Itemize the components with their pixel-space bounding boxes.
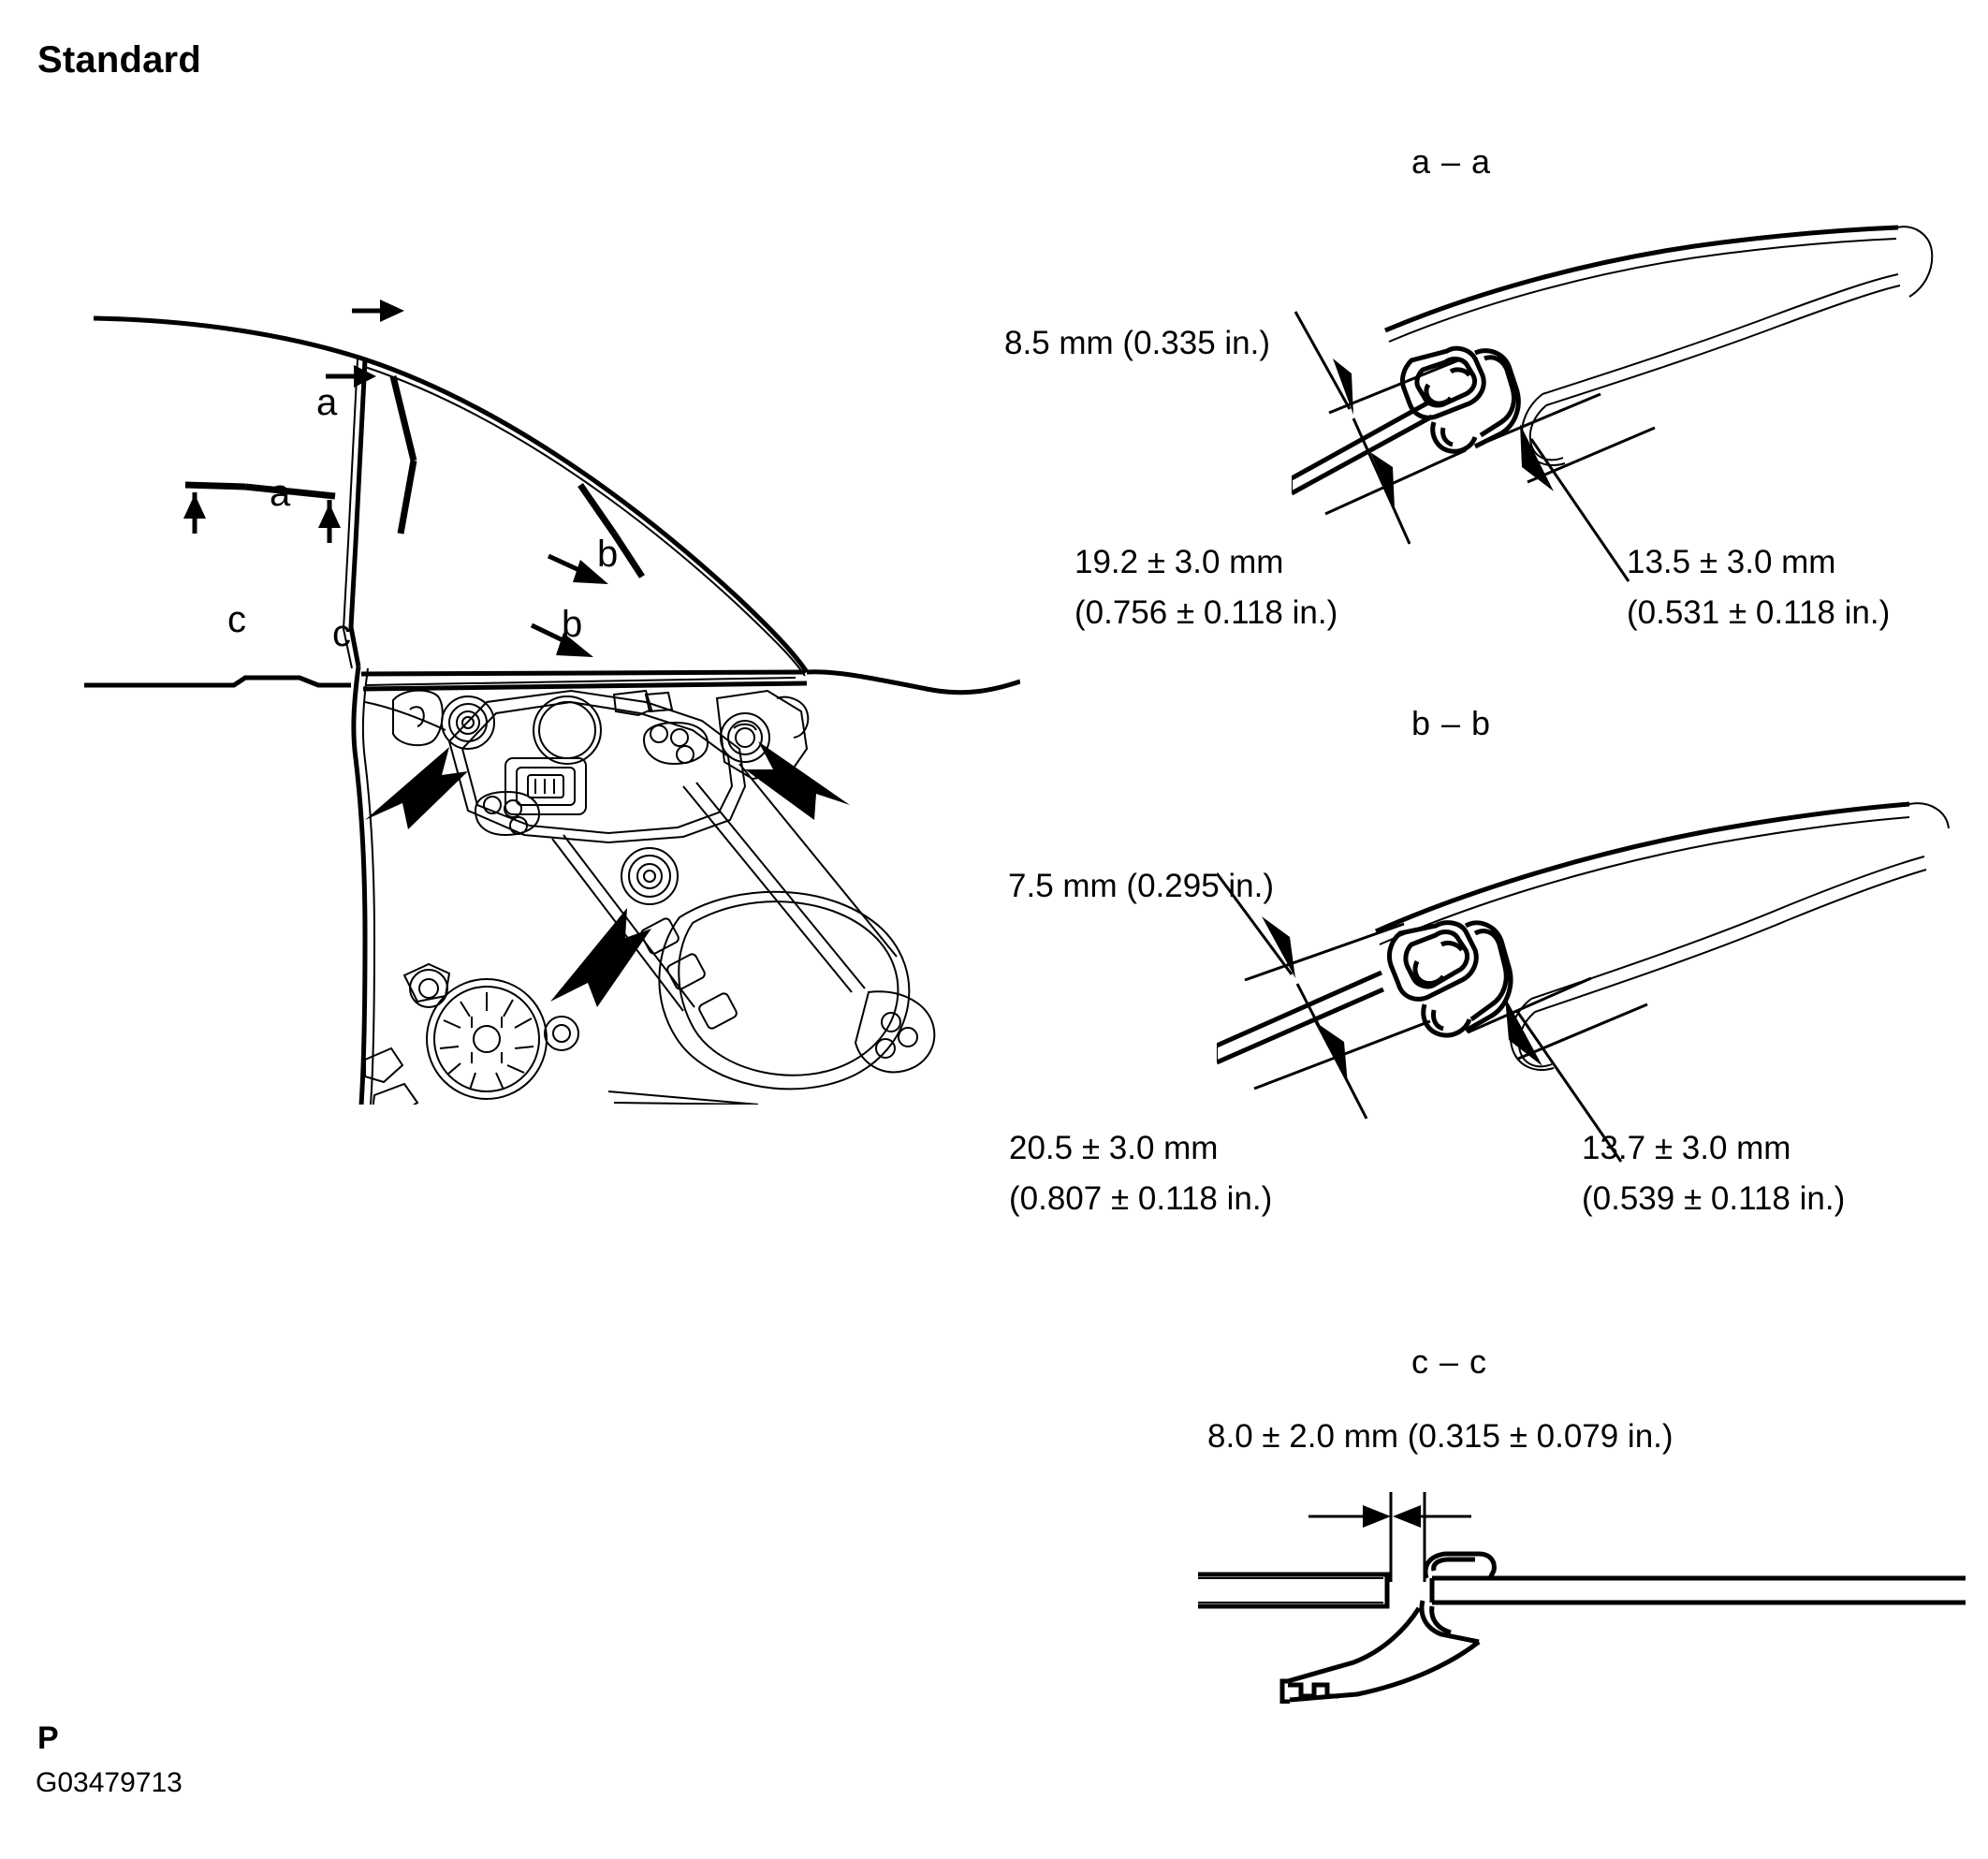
dimension-a-a-left-line1: 19.2 ± 3.0 mm [1074,544,1284,580]
section-marker-b-bottom: b [562,604,583,645]
dimension-b-b-right-line1: 13.7 ± 3.0 mm [1582,1130,1791,1166]
dimension-c-c-top: 8.0 ± 2.0 mm (0.315 ± 0.079 in.) [1207,1412,1674,1462]
dimension-a-a-left: 19.2 ± 3.0 mm (0.756 ± 0.118 in.) [1074,537,1338,638]
dimension-b-b-top: 7.5 mm (0.295 in.) [1008,861,1274,912]
dimension-leader-13-7 [1467,976,1648,1163]
section-marker-a-bottom: a [270,473,291,514]
section-marker-c-lines [183,481,341,543]
dimension-leader-7-5 [1217,872,1405,982]
door-assembly-view [84,262,1020,1105]
dimension-b-b-left-line2: (0.807 ± 0.118 in.) [1009,1180,1273,1217]
dimension-b-b-left-line1: 20.5 ± 3.0 mm [1009,1130,1219,1166]
section-drawing-b-b [1217,791,1966,1184]
figure-code: G03479713 [36,1767,183,1798]
dimension-a-a-left-line2: (0.756 ± 0.118 in.) [1074,594,1338,631]
dimension-b-b-top-line1: 7.5 mm (0.295 in.) [1008,868,1274,904]
section-title-b-b: b – b [1411,704,1492,742]
page-title: Standard [37,39,201,81]
callout-arrow-2 [745,741,850,820]
dimension-leader-13-5 [1474,392,1656,582]
section-marker-a-top: a [316,382,338,423]
dimension-leader-19-2 [1324,417,1467,545]
dimension-c-c-top-line1: 8.0 ± 2.0 mm (0.315 ± 0.079 in.) [1207,1418,1674,1455]
dimension-leader-8-5 [1294,311,1459,415]
section-marker-c-left: c [227,599,246,640]
dimension-b-b-left: 20.5 ± 3.0 mm (0.807 ± 0.118 in.) [1009,1123,1272,1224]
dimension-b-b-right-line2: (0.539 ± 0.118 in.) [1582,1180,1846,1217]
figure-mark: P [37,1720,59,1756]
section-drawing-a-a [1292,211,1966,604]
dimension-leader-20-5 [1253,983,1431,1120]
dimension-a-a-top: 8.5 mm (0.335 in.) [1004,318,1270,369]
section-marker-a-lines [326,300,417,534]
dimension-b-b-right: 13.7 ± 3.0 mm (0.539 ± 0.118 in.) [1582,1123,1845,1224]
section-title-a-a: a – a [1411,142,1492,181]
section-drawing-c-c [1198,1460,1966,1704]
dimension-a-a-right-line2: (0.531 ± 0.118 in.) [1627,594,1891,631]
section-marker-c-right: c [332,613,351,654]
section-marker-b-top: b [597,534,619,575]
section-title-c-c: c – c [1411,1342,1488,1381]
dimension-leader-8-0 [1308,1492,1471,1582]
dimension-a-a-right: 13.5 ± 3.0 mm (0.531 ± 0.118 in.) [1627,537,1890,638]
callout-arrow-1 [365,747,468,829]
callout-arrow-3 [550,908,651,1007]
dimension-a-a-top-line1: 8.5 mm (0.335 in.) [1004,325,1270,361]
dimension-a-a-right-line1: 13.5 ± 3.0 mm [1627,544,1836,580]
section-marker-b-lines [530,483,645,657]
